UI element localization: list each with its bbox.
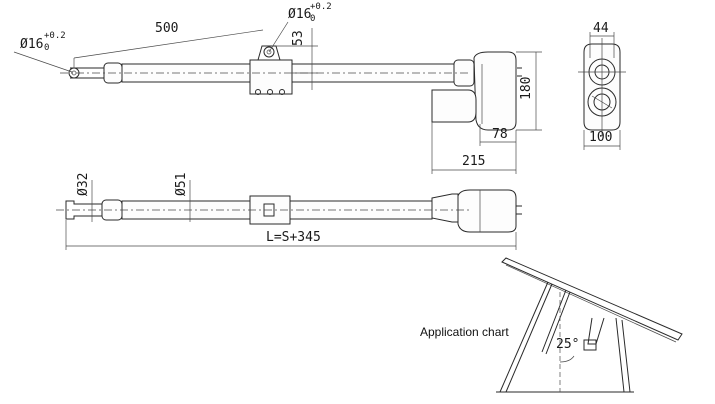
dim-motor-height: 180 <box>519 77 534 100</box>
dim-pin-hole-clamp: Ø16 <box>288 7 311 22</box>
solar-panel <box>501 257 683 341</box>
clamp-pin-hole <box>263 46 275 58</box>
dim-rod-diameter: Ø32 <box>76 173 91 196</box>
application-angle: 25° <box>556 337 579 352</box>
motor-can <box>431 89 477 123</box>
dim-tube-diameter: Ø51 <box>174 173 189 196</box>
top-view: 500 Ø16 +0.2 0 Ø16 +0.2 0 53 180 78 215 <box>13 2 542 174</box>
application-chart: Application chart 25° <box>420 257 683 393</box>
svg-text:0: 0 <box>310 14 315 24</box>
application-caption: Application chart <box>420 325 509 339</box>
dim-clamp-height: 53 <box>291 30 306 46</box>
application-actuator <box>541 289 567 353</box>
svg-text:+0.2: +0.2 <box>310 2 332 12</box>
svg-text:0: 0 <box>44 43 49 53</box>
dim-motor-depth: 78 <box>492 127 508 142</box>
dim-pin-hole-left: Ø16 <box>20 37 43 52</box>
motor-gearbox <box>473 51 517 131</box>
dim-stroke-to-clamp: 500 <box>155 21 178 36</box>
dim-end-bottom-width: 100 <box>589 130 612 145</box>
bottom-view: Ø32 Ø51 L=S+345 <box>56 173 522 250</box>
end-view: 44 100 <box>578 21 626 150</box>
mounting-clamp <box>249 59 293 95</box>
support-frame <box>499 281 553 393</box>
dim-end-top-width: 44 <box>593 21 609 36</box>
svg-text:+0.2: +0.2 <box>44 31 66 41</box>
dim-overall-length: L=S+345 <box>266 230 321 245</box>
dim-rear-length: 215 <box>462 154 485 169</box>
motor-bottom <box>457 189 517 233</box>
